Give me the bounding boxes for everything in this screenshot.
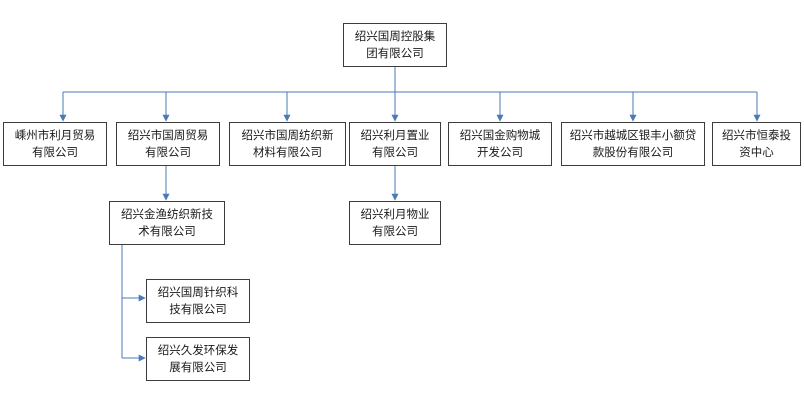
node-root: 绍兴国周控股集 团有限公司 — [343, 23, 447, 67]
node-child-3: 绍兴市国周纺织新 材料有限公司 — [229, 122, 346, 166]
node-grandchild-wuye: 绍兴利月物业 有限公司 — [349, 201, 441, 245]
node-grandchild-jinyu: 绍兴金渔纺织新技 术有限公司 — [109, 201, 225, 245]
node-greatgrandchild-1: 绍兴国周针织科 技有限公司 — [146, 279, 250, 323]
node-child-7: 绍兴市恒泰投 资中心 — [712, 122, 801, 166]
node-child-2: 绍兴市国周贸易 有限公司 — [116, 122, 220, 166]
node-child-5: 绍兴国金购物城 开发公司 — [448, 122, 552, 166]
node-child-1: 嵊州市利月贸易 有限公司 — [3, 122, 107, 166]
node-greatgrandchild-2: 绍兴久发环保发 展有限公司 — [146, 337, 250, 381]
node-child-6: 绍兴市越城区银丰小额贷 款股份有限公司 — [561, 122, 705, 166]
node-child-4: 绍兴利月置业 有限公司 — [349, 122, 441, 166]
